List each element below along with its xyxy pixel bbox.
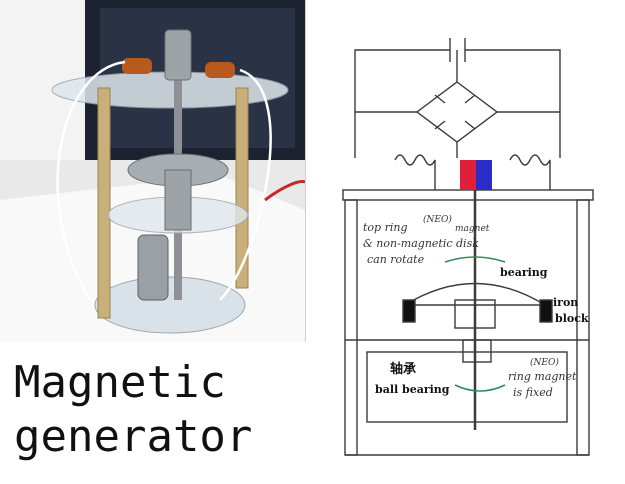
annot-top-ring-2: & non-magnetic disk — [363, 237, 479, 250]
annot-bearing: bearing — [500, 266, 548, 279]
annot-top-ring-3: can rotate — [367, 253, 425, 266]
top-plate — [342, 189, 594, 201]
annot-zhoucheng: 轴承 — [390, 361, 416, 377]
title-line-2: generator — [14, 411, 253, 462]
coil-left — [394, 154, 436, 190]
acrylic-base — [94, 276, 246, 334]
wooden-post-left — [97, 87, 111, 319]
title-line-1: Magnetic — [14, 357, 226, 408]
bridge-rectifier — [415, 81, 499, 143]
rotor-disk — [402, 282, 548, 306]
coil-right — [509, 154, 551, 190]
top-bearing — [164, 29, 192, 81]
annot-bottom-neo: (NEO) — [530, 357, 559, 368]
magnet-stack — [137, 234, 169, 301]
annot-ball-bearing: ball bearing — [375, 383, 450, 396]
coil-left — [122, 58, 152, 74]
magnet-blue-pole — [476, 160, 492, 190]
coil-right — [205, 62, 235, 78]
annot-top-neo: (NEO) — [423, 214, 452, 225]
annot-iron-2: block — [555, 312, 589, 325]
magnet-red-pole — [460, 160, 476, 190]
wooden-post-right — [235, 87, 249, 289]
ring-magnet-box — [366, 351, 568, 423]
wire-white-left — [56, 60, 126, 301]
wire-red — [264, 180, 305, 202]
annot-ring-magnet: ring magnet — [508, 370, 577, 383]
iron-block-left — [402, 299, 416, 323]
rotation-arrow-top — [444, 256, 506, 263]
housing-right-wall — [576, 199, 590, 456]
iron-block-right — [539, 299, 553, 323]
schematic-sketch: top ring (NEO) magnet & non-magnetic dis… — [342, 38, 594, 456]
diode-arrows — [434, 94, 476, 130]
title-text: Magnetic generator — [14, 356, 314, 464]
annot-iron-1: iron — [553, 296, 578, 309]
ball-bearing — [462, 339, 492, 363]
bearing-block — [454, 299, 496, 329]
housing-left-wall — [344, 199, 358, 456]
annot-is-fixed: is fixed — [513, 386, 553, 399]
annot-top-ring-1: top ring — [363, 221, 407, 234]
annot-top-magnet: magnet — [455, 224, 490, 234]
generator-photo — [0, 0, 306, 342]
lower-hub — [164, 169, 192, 231]
wire-white-right — [219, 68, 272, 301]
circuit-wire — [354, 49, 561, 158]
rotation-arrow-bottom — [454, 384, 506, 392]
